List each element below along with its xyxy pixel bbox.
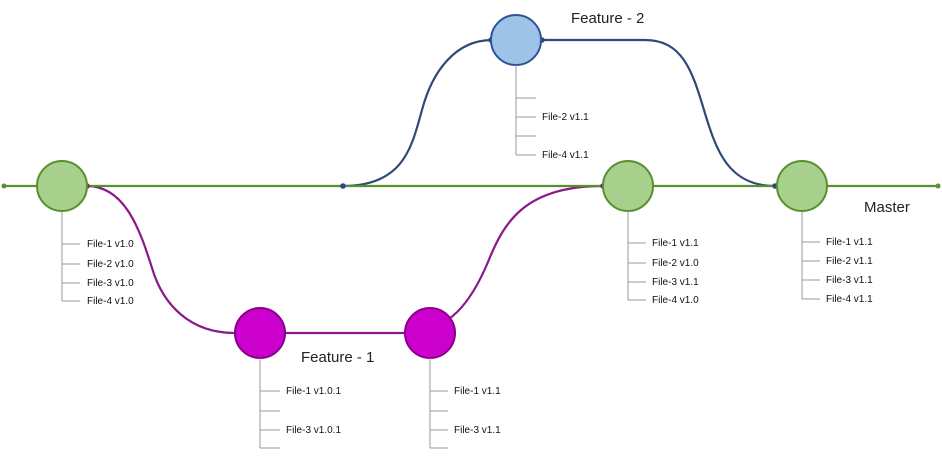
- file-entry: File-2 v1.1: [826, 256, 873, 267]
- file-entry: File-3 v1.0: [87, 278, 134, 289]
- master-start-point: [1, 183, 7, 189]
- file-list-feature-1-first: File-1 v1.0.1 File-3 v1.0.1: [259, 358, 341, 449]
- feature-2-branch-point: [340, 183, 346, 189]
- file-entry: File-3 v1.1: [826, 275, 873, 286]
- branch-label-feature-1: Feature - 1: [301, 349, 374, 366]
- feature-1-commit-1: [234, 307, 286, 359]
- file-list-feature-2: File-2 v1.1 File-4 v1.1: [515, 65, 589, 161]
- file-entry: File-1 v1.0: [87, 239, 134, 250]
- file-list-feature-1-second: File-1 v1.1 File-3 v1.1: [429, 358, 501, 449]
- file-entry: File-2 v1.1: [542, 112, 589, 123]
- file-list-master-merge-2: File-1 v1.1 File-2 v1.1 File-3 v1.1 File…: [801, 211, 873, 305]
- master-commit-initial: [36, 160, 88, 212]
- file-entry: File-1 v1.1: [826, 237, 873, 248]
- file-entry: File-4 v1.1: [542, 150, 589, 161]
- feature-1-commit-2: [404, 307, 456, 359]
- feature-2-commit: [490, 14, 542, 66]
- file-entry: File-3 v1.0.1: [286, 425, 341, 436]
- file-list-master-initial: File-1 v1.0 File-2 v1.0 File-3 v1.0 File…: [61, 211, 134, 307]
- branch-label-feature-2: Feature - 2: [571, 10, 644, 27]
- master-commit-merge-1: [602, 160, 654, 212]
- file-list-master-merge-1: File-1 v1.1 File-2 v1.0 File-3 v1.1 File…: [627, 211, 699, 306]
- master-commit-merge-2: [776, 160, 828, 212]
- feature-2-branch-line: [342, 38, 776, 188]
- master-end-point: [935, 183, 941, 189]
- file-entry: File-2 v1.0: [652, 258, 699, 269]
- file-entry: File-4 v1.1: [826, 294, 873, 305]
- file-entry: File-1 v1.0.1: [286, 386, 341, 397]
- file-entry: File-1 v1.1: [454, 386, 501, 397]
- file-entry: File-3 v1.1: [454, 425, 501, 436]
- file-entry: File-3 v1.1: [652, 277, 699, 288]
- feature-1-branch-line: [86, 184, 604, 335]
- file-entry: File-1 v1.1: [652, 238, 699, 249]
- file-entry: File-4 v1.0: [87, 296, 134, 307]
- branch-label-master: Master: [864, 199, 910, 216]
- file-entry: File-4 v1.0: [652, 295, 699, 306]
- file-entry: File-2 v1.0: [87, 259, 134, 270]
